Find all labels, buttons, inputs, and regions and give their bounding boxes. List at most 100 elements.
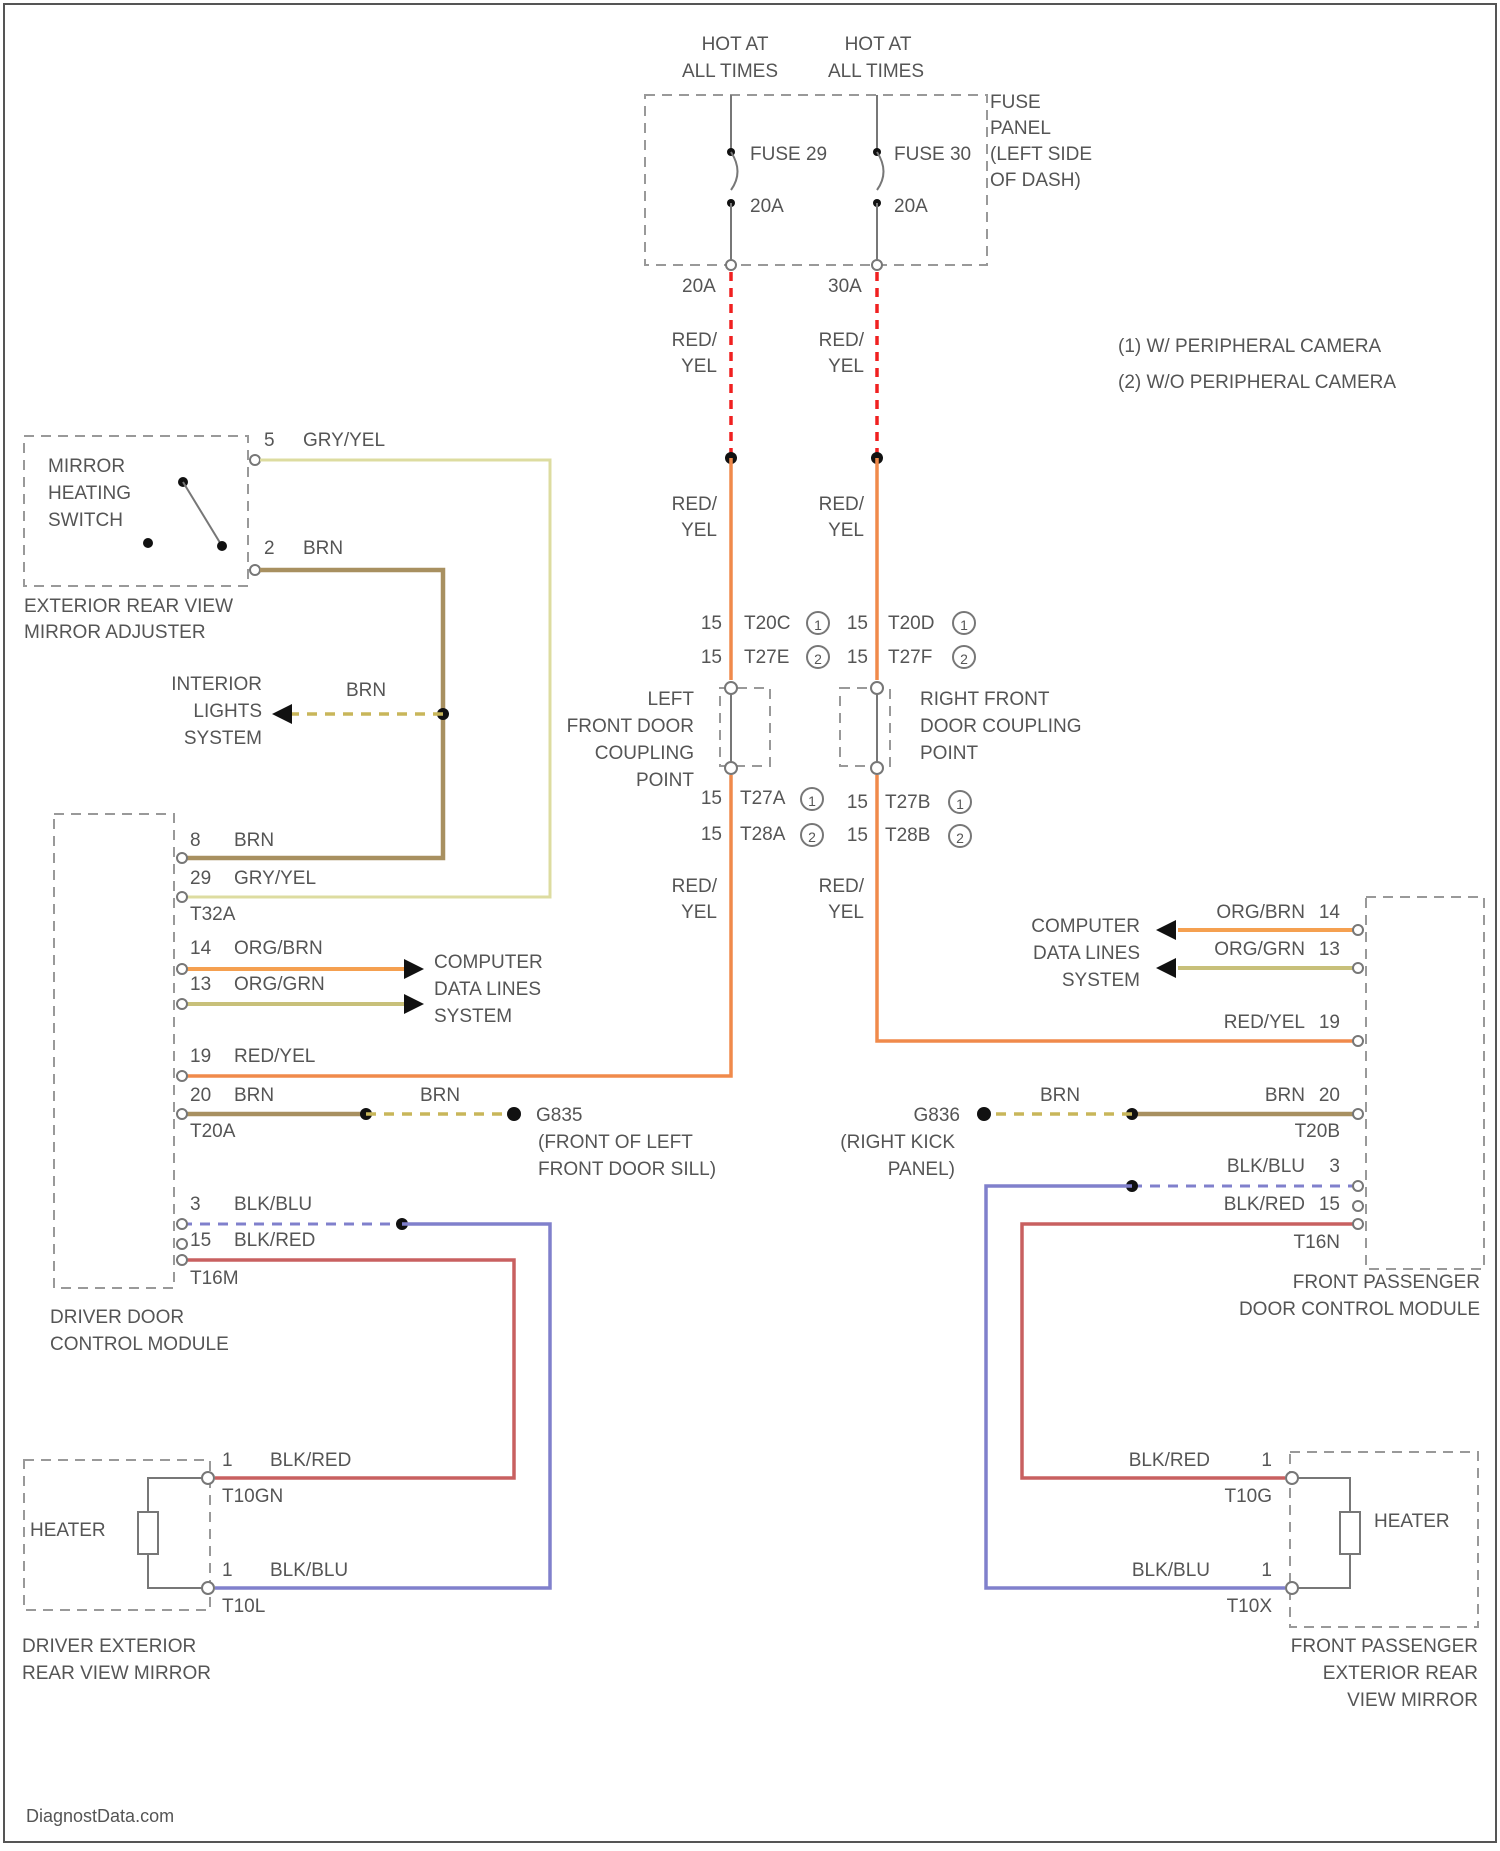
fuse-panel-box	[645, 95, 987, 265]
rcb2-pin: 15	[847, 825, 868, 846]
legend-line2: (2) W/O PERIPHERAL CAMERA	[1118, 372, 1396, 393]
dm-pin19	[177, 1071, 187, 1081]
wire-label-l2a: RED/	[672, 494, 718, 515]
legend-line1: (1) W/ PERIPHERAL CAMERA	[1118, 336, 1382, 357]
rcb1-note: 1	[956, 796, 964, 812]
driver-heater-element	[138, 1512, 158, 1554]
dm-pin13-num: 13	[190, 974, 211, 995]
pm-ground-loc2: PANEL)	[888, 1159, 955, 1180]
switch-contact-c	[217, 541, 227, 551]
pm-pin13-num: 13	[1319, 939, 1340, 960]
switch-pin2-num: 2	[264, 538, 275, 559]
left-coupling-name2: FRONT DOOR	[567, 716, 694, 737]
driver-module-box	[54, 814, 174, 1288]
pm-data-label3: SYSTEM	[1062, 970, 1140, 991]
switch-contact-b	[143, 538, 153, 548]
pm-pin20-color: BRN	[1265, 1085, 1305, 1106]
dm-pin3	[177, 1219, 187, 1229]
dm-conn-mid: T20A	[190, 1121, 236, 1142]
passenger-mirror-label2: EXTERIOR REAR	[1323, 1663, 1478, 1684]
wire-label-r1b: YEL	[828, 356, 864, 377]
dmr-pin-blu-color: BLK/BLU	[270, 1560, 348, 1581]
rct2-note: 2	[960, 651, 968, 667]
dm-wire-blkred	[182, 1260, 514, 1478]
pm-pin19-num: 19	[1319, 1012, 1340, 1033]
pm-wire-blkblu	[986, 1186, 1285, 1588]
left-coupling-name4: POINT	[636, 770, 694, 791]
wire-label-r1a: RED/	[819, 330, 865, 351]
interior-lights-2: LIGHTS	[193, 701, 262, 722]
lcb2-note: 2	[808, 829, 816, 845]
left-lower-feed	[182, 775, 731, 1076]
wire-label-l1a: RED/	[672, 330, 718, 351]
lcb1-conn: T27A	[740, 788, 786, 809]
pm-pin14-color: ORG/BRN	[1216, 902, 1305, 923]
passenger-heater-label: HEATER	[1374, 1511, 1450, 1532]
fuse-panel-line1: FUSE	[990, 92, 1041, 113]
switch-pin5-color: GRY/YEL	[303, 430, 385, 451]
rct1-note: 1	[960, 617, 968, 633]
right-coupling-box	[840, 688, 890, 766]
lcb1-note: 1	[808, 793, 816, 809]
dm-data-label3: SYSTEM	[434, 1006, 512, 1027]
pm-pin19-color: RED/YEL	[1224, 1012, 1305, 1033]
brn-label-interior: BRN	[346, 680, 386, 701]
arrow-interior-lights	[272, 704, 292, 724]
dm-conn-bot: T16M	[190, 1268, 239, 1289]
pmr-pin-blu-num: 1	[1261, 1560, 1272, 1581]
dm-conn-top: T32A	[190, 904, 236, 925]
dm-pin29-color: GRY/YEL	[234, 868, 316, 889]
dm-data-label2: DATA LINES	[434, 979, 541, 1000]
wire-label-l3a: RED/	[672, 876, 718, 897]
dm-pin15-color: BLK/RED	[234, 1230, 315, 1251]
dmr-pin-blu-num: 1	[222, 1560, 233, 1581]
dm-pin8-color: BRN	[234, 830, 274, 851]
passenger-mirror-label3: VIEW MIRROR	[1347, 1690, 1478, 1711]
rct1-pin: 15	[847, 613, 868, 634]
dm-pin20-color: BRN	[234, 1085, 274, 1106]
dm-pin20-num: 20	[190, 1085, 211, 1106]
pm-ground-loc1: (RIGHT KICK	[840, 1132, 955, 1153]
left-coupling-box	[720, 688, 770, 766]
pm-arrow-1	[1156, 920, 1176, 940]
lct1-note: 1	[814, 617, 822, 633]
dm-pin13-color: ORG/GRN	[234, 974, 325, 995]
pm-wire-blkred	[1022, 1224, 1358, 1478]
pmr-pin-red-color: BLK/RED	[1129, 1450, 1210, 1471]
wire-label-l3b: YEL	[681, 902, 717, 923]
dm-pin29-num: 29	[190, 868, 211, 889]
lct2-conn: T27E	[744, 647, 789, 668]
driver-mirror-label2: REAR VIEW MIRROR	[22, 1663, 211, 1684]
driver-module-label2: CONTROL MODULE	[50, 1334, 229, 1355]
pm-pin15-color: BLK/RED	[1224, 1194, 1305, 1215]
pmr-pin-red-conn: T10G	[1224, 1486, 1272, 1507]
switch-pin5-num: 5	[264, 430, 275, 451]
pm-pin20	[1353, 1109, 1363, 1119]
dm-pin20	[177, 1109, 187, 1119]
dmr-pin-blu-conn: T10L	[222, 1596, 265, 1617]
rcb1-pin: 15	[847, 792, 868, 813]
pm-arrow-2	[1156, 958, 1176, 978]
passenger-mirror-label1: FRONT PASSENGER	[1291, 1636, 1478, 1657]
passenger-heater-pin-red	[1286, 1472, 1298, 1484]
lct2-pin: 15	[701, 647, 722, 668]
pm-ground-point	[977, 1107, 991, 1121]
lct2-note: 2	[814, 651, 822, 667]
dm-pin13	[177, 999, 187, 1009]
pm-label1: FRONT PASSENGER	[1293, 1272, 1480, 1293]
pm-ground: G836	[914, 1105, 960, 1126]
dm-pin3-num: 3	[190, 1194, 201, 1215]
pmr-pin-blu-conn: T10X	[1227, 1596, 1273, 1617]
dm-pin8-num: 8	[190, 830, 201, 851]
dm-ground-loc2: FRONT DOOR SILL)	[538, 1159, 716, 1180]
wire-label-l2b: YEL	[681, 520, 717, 541]
rcb1-conn: T27B	[885, 792, 930, 813]
fuse-29-terminal: 20A	[682, 276, 716, 297]
pmr-pin-blu-color: BLK/BLU	[1132, 1560, 1210, 1581]
passenger-heater-element	[1340, 1512, 1360, 1554]
pm-pin20-num: 20	[1319, 1085, 1340, 1106]
wire-label-l1b: YEL	[681, 356, 717, 377]
dm-pin8	[177, 853, 187, 863]
